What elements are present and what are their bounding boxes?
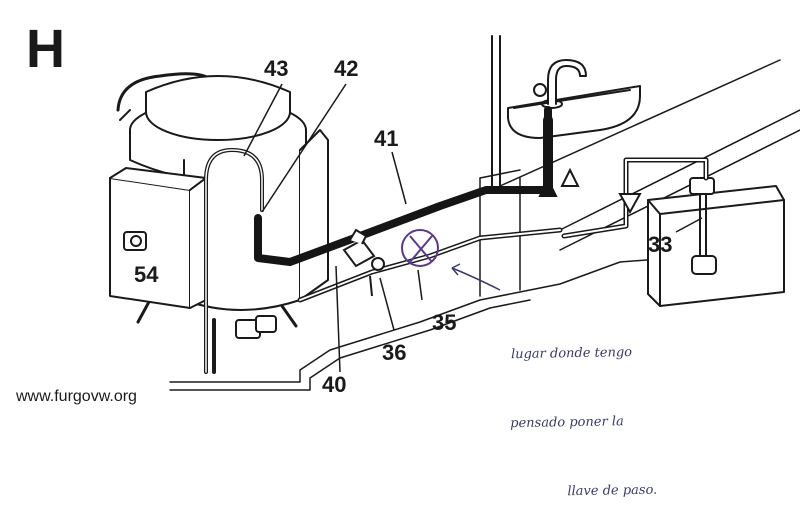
note-line-2: pensado poner la <box>510 414 624 432</box>
callout-36: 36 <box>382 340 407 365</box>
note-line-1: lugar donde tengo <box>510 345 633 363</box>
hot-outlet-loop-inner <box>205 149 263 373</box>
watermark: www.furgovw.org <box>16 388 137 405</box>
callout-54: 54 <box>134 262 159 287</box>
water-tank <box>647 177 785 307</box>
flow-arrow-cold <box>560 167 580 187</box>
valve-location-mark <box>401 229 439 267</box>
flow-arrow-tank <box>618 193 642 215</box>
installation-diagram <box>109 35 800 391</box>
pressure-regulator <box>342 228 385 297</box>
callout-42: 42 <box>334 56 359 81</box>
callout-43: 43 <box>264 56 289 81</box>
callout-leaders <box>243 83 703 373</box>
water-heater <box>116 72 329 328</box>
handwritten-note: lugar donde tengo pensado poner la llave… <box>498 295 658 527</box>
cold-return-line-inner <box>563 159 707 237</box>
callout-41: 41 <box>374 126 399 151</box>
drain-valves <box>235 315 277 339</box>
note-line-3: llave de paso. <box>567 482 658 500</box>
flow-arrow-hot <box>538 177 558 197</box>
supply-pipe <box>254 106 552 266</box>
callout-33: 33 <box>648 232 673 257</box>
cold-inlet-pipe-inner <box>299 229 561 301</box>
section-letter: H <box>26 19 65 79</box>
washbasin <box>507 59 641 139</box>
control-box <box>109 167 207 309</box>
callout-35: 35 <box>432 310 457 335</box>
annotation-arrow <box>451 263 501 291</box>
callout-40: 40 <box>322 372 347 397</box>
